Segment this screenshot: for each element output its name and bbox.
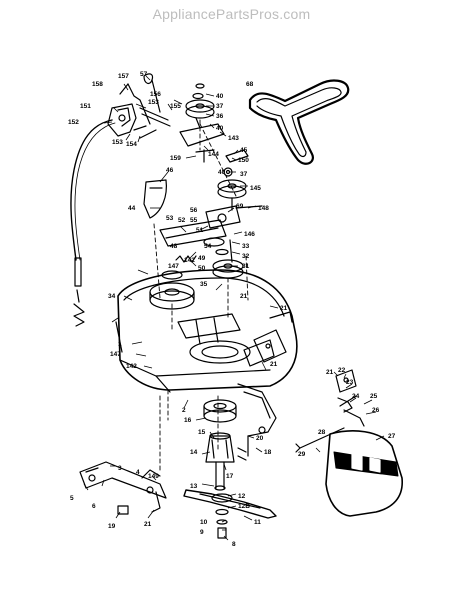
- callout-12: 12: [238, 493, 246, 500]
- callout-12b: 12B: [238, 503, 250, 510]
- callout-35: 35: [200, 281, 208, 288]
- callout-21-a: 21: [240, 293, 248, 300]
- callout-1: 1: [118, 341, 122, 348]
- callout-148: 148: [258, 205, 269, 212]
- callout-3: 3: [118, 465, 122, 472]
- callout-150: 150: [238, 157, 249, 164]
- callout-numbers: 57 157 158 151 152 153 153 154 156 155 4…: [68, 71, 396, 548]
- callout-40: 40: [216, 93, 224, 100]
- callout-57: 57: [140, 71, 148, 78]
- callout-147: 147: [168, 263, 179, 270]
- callout-40b: 40: [216, 125, 224, 132]
- clutch-bracket-drawing: [107, 73, 171, 139]
- callout-52: 52: [178, 217, 186, 224]
- callout-21-d: 21: [144, 521, 152, 528]
- callout-50: 50: [198, 265, 206, 272]
- callout-28: 28: [318, 429, 326, 436]
- callout-149: 149: [148, 473, 159, 480]
- callout-46: 46: [166, 167, 174, 174]
- idler-bracket-drawing: [159, 205, 263, 263]
- callout-142b: 142: [126, 363, 137, 370]
- callout-147b: 147: [110, 351, 121, 358]
- callout-11: 11: [254, 519, 261, 526]
- belt-guard-drawing: [143, 179, 167, 219]
- discharge-chute-drawing: [295, 369, 403, 517]
- idler-pulley-upper-drawing: [179, 83, 225, 147]
- spindle-assembly-drawing: [203, 399, 247, 491]
- callout-51: 51: [196, 227, 204, 234]
- callout-20: 20: [256, 435, 264, 442]
- callout-26: 26: [372, 407, 380, 414]
- callout-16: 16: [184, 417, 192, 424]
- callout-158: 158: [92, 81, 103, 88]
- callout-45: 45: [240, 147, 248, 154]
- callout-55: 55: [190, 217, 198, 224]
- callout-36: 36: [216, 113, 224, 120]
- v-belt-drawing: [248, 79, 350, 165]
- clutch-cable-drawing: [70, 119, 116, 327]
- callout-156: 156: [150, 91, 161, 98]
- assembly-guide-lines: [153, 119, 249, 471]
- callout-68: 68: [246, 81, 254, 88]
- callout-44: 44: [128, 205, 136, 212]
- callout-49: 49: [198, 255, 206, 262]
- callout-19: 19: [108, 523, 116, 530]
- anti-scalp-bracket-drawing: [237, 383, 277, 457]
- callout-23: 23: [346, 379, 354, 386]
- callout-157: 157: [118, 73, 129, 80]
- callout-151: 151: [80, 103, 91, 110]
- callout-17: 17: [226, 473, 234, 480]
- blade-drawing: [183, 489, 277, 539]
- callout-69: 69: [236, 203, 244, 210]
- callout-53: 53: [166, 215, 174, 222]
- callout-145: 145: [250, 185, 261, 192]
- callout-14: 14: [190, 449, 198, 456]
- callout-37b: 37: [240, 171, 248, 178]
- callout-4: 4: [136, 469, 140, 476]
- callout-33: 33: [242, 243, 250, 250]
- callout-54: 54: [204, 243, 212, 250]
- callout-25: 25: [370, 393, 378, 400]
- callout-29: 29: [298, 451, 306, 458]
- deck-side-drawing: [253, 311, 293, 363]
- callout-21-b: 21: [280, 305, 288, 312]
- callout-21-e: 21: [326, 369, 334, 376]
- callout-32: 32: [242, 253, 250, 260]
- callout-56: 56: [190, 207, 198, 214]
- deck-hanger-drawing: [79, 461, 167, 515]
- watermark: AppliancePartsPros.com: [152, 6, 311, 22]
- callout-154: 154: [126, 141, 137, 148]
- callout-2: 2: [182, 407, 186, 414]
- callout-48: 48: [170, 243, 178, 250]
- callout-31: 31: [242, 263, 250, 270]
- callout-143: 143: [228, 135, 239, 142]
- callout-8: 8: [232, 541, 236, 548]
- callout-152: 152: [68, 119, 79, 126]
- callout-22: 22: [338, 367, 346, 374]
- callout-5: 5: [70, 495, 74, 502]
- callout-10: 10: [200, 519, 208, 526]
- callout-13: 13: [190, 483, 198, 490]
- callout-34: 34: [108, 293, 116, 300]
- mower-deck-drawing: [115, 269, 298, 393]
- callout-24: 24: [352, 393, 360, 400]
- callout-153: 153: [148, 99, 159, 106]
- callout-37: 37: [216, 103, 224, 110]
- callout-142: 142: [184, 257, 195, 264]
- callout-15: 15: [198, 429, 206, 436]
- callout-18: 18: [264, 449, 272, 456]
- callout-leaders: [83, 75, 385, 541]
- callout-6: 6: [92, 503, 96, 510]
- callout-146: 146: [244, 231, 255, 238]
- callout-159: 159: [170, 155, 181, 162]
- callout-40c: 40: [218, 169, 226, 176]
- callout-27: 27: [388, 433, 396, 440]
- callout-155: 155: [170, 103, 181, 110]
- callout-144: 144: [208, 151, 219, 158]
- callout-9: 9: [200, 529, 204, 536]
- callout-153b: 153: [112, 139, 123, 146]
- callout-21-c: 21: [270, 361, 278, 368]
